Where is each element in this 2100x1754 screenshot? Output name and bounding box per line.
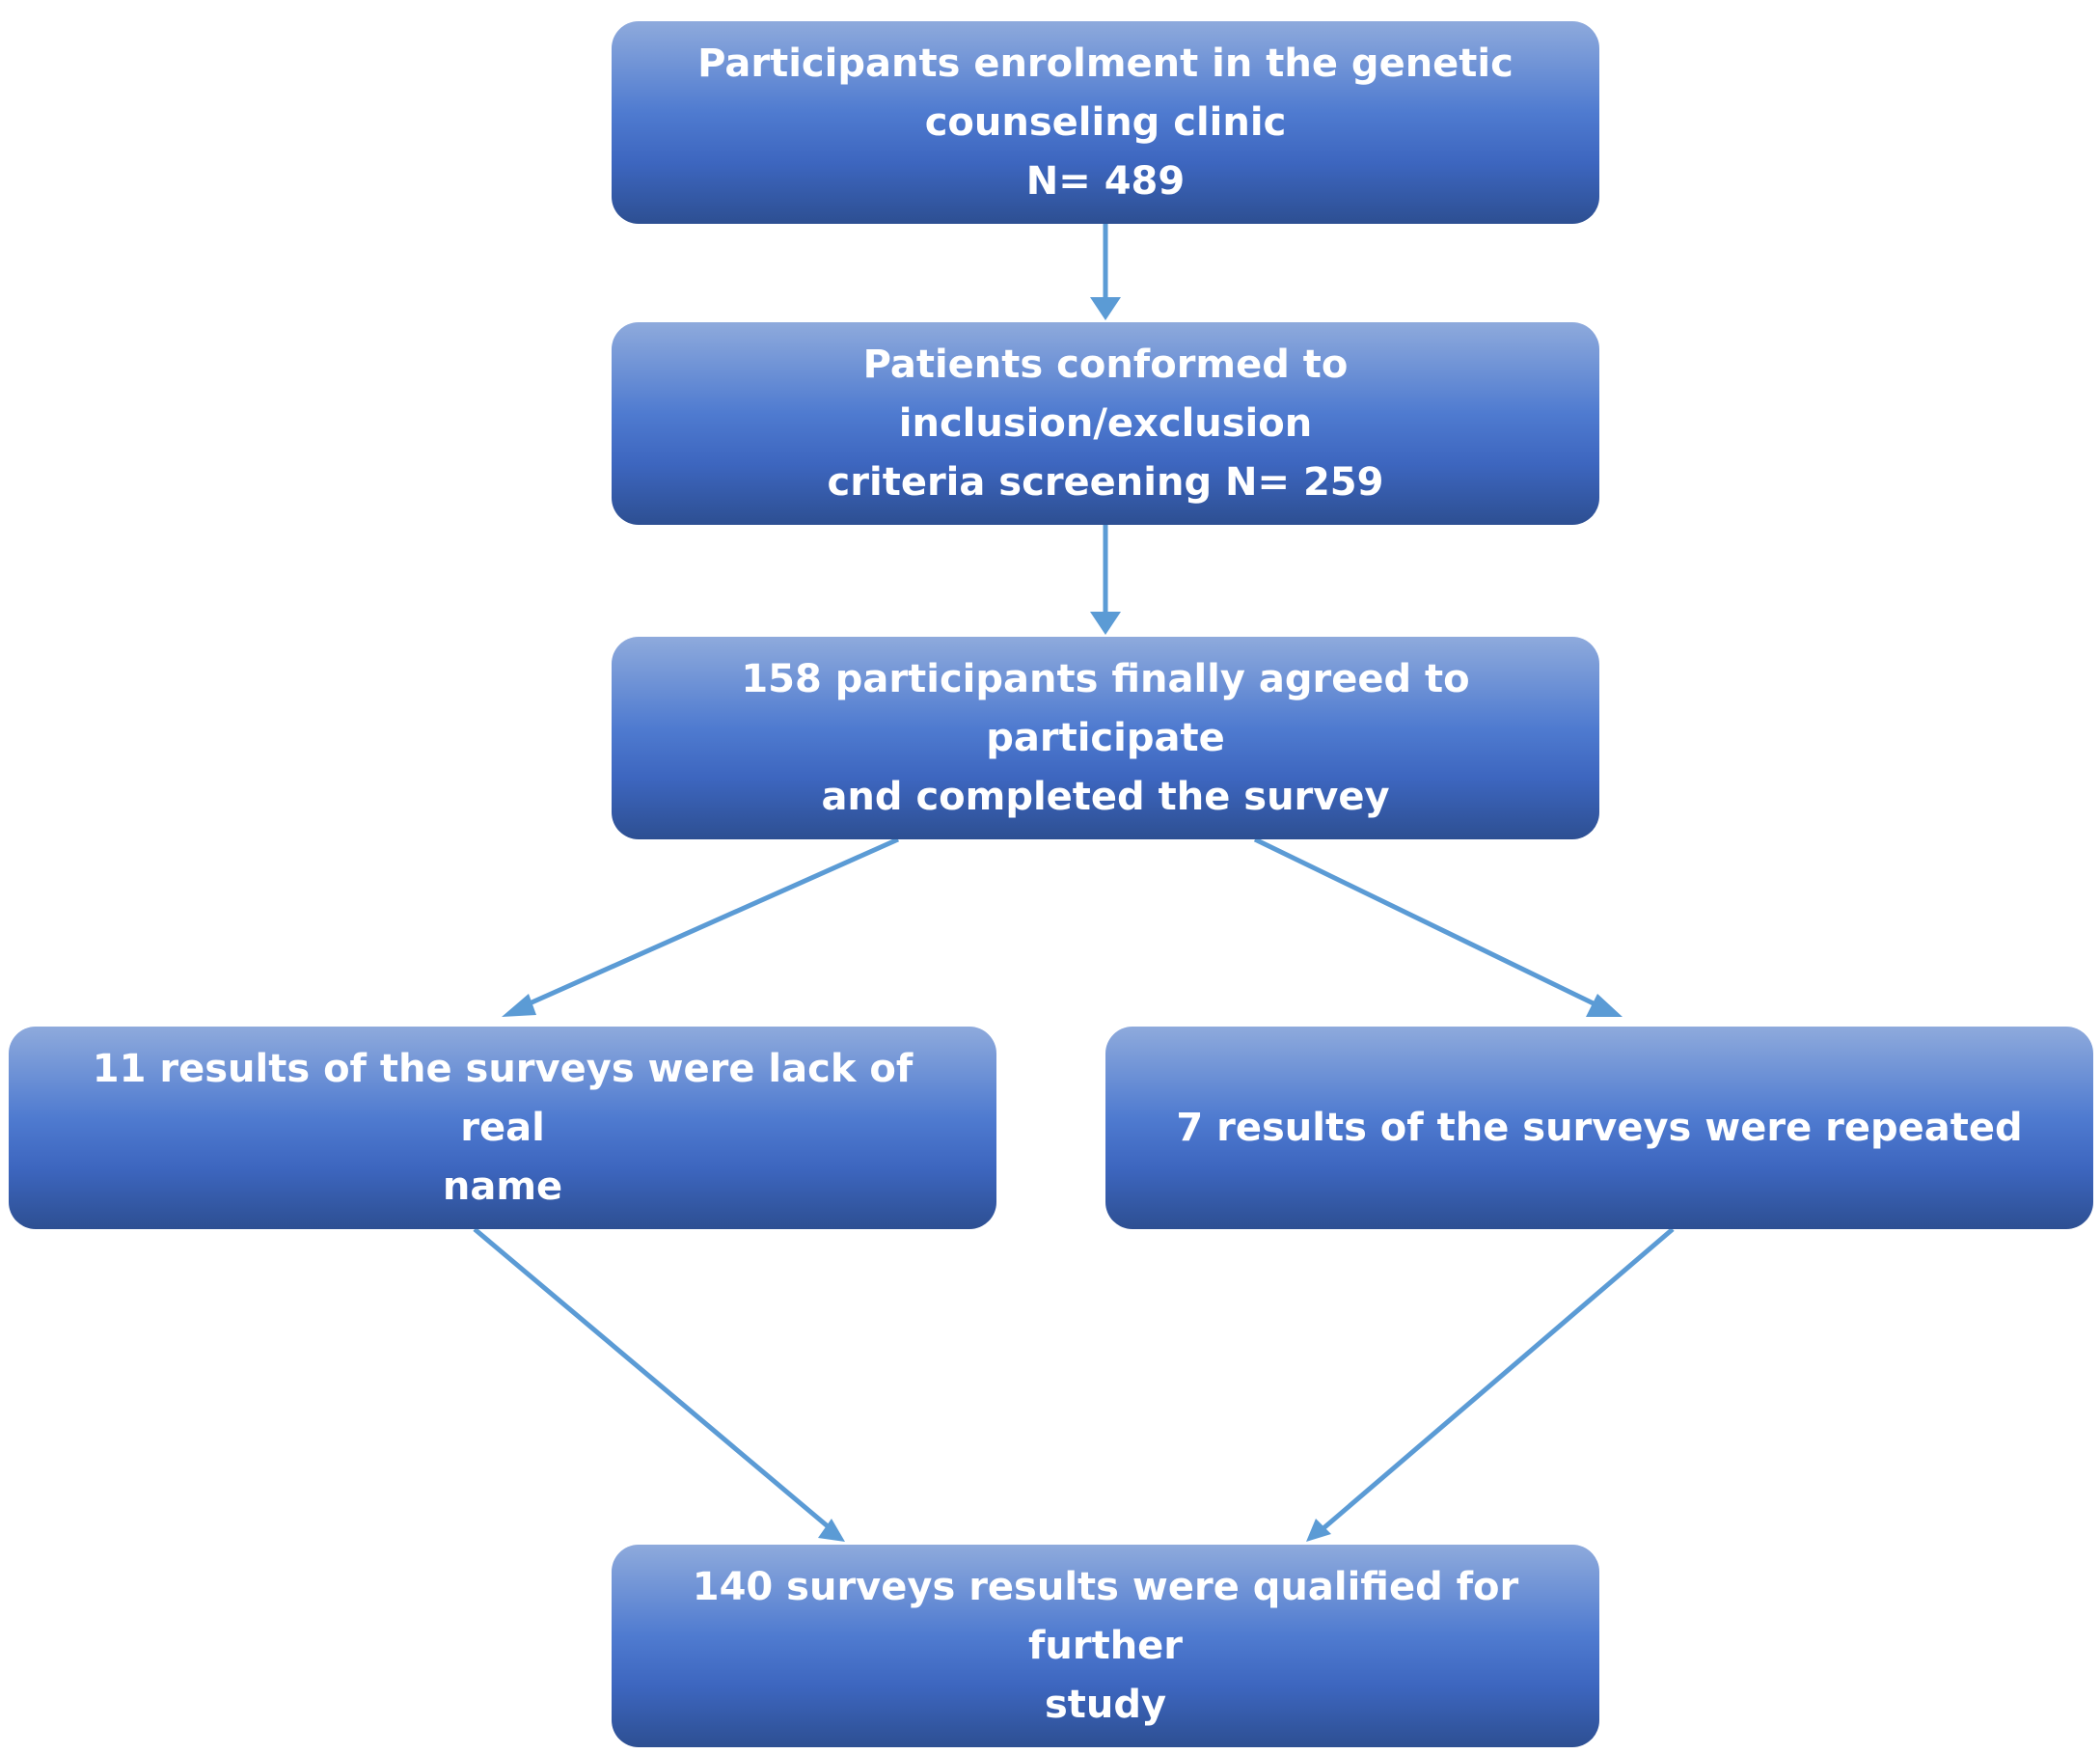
arrowhead-enrolment-to-screening <box>1090 297 1121 320</box>
arrowhead-repeated-to-qualified <box>1306 1519 1331 1542</box>
box-screening-text: Patients conformed to inclusion/exclusio… <box>827 342 1384 505</box>
arrow-lack-name-to-qualified <box>473 1227 830 1528</box>
box-enrolment-text: Participants enrolment in the genetic co… <box>697 41 1514 204</box>
box-lack-name: 11 results of the surveys were lack of r… <box>9 1027 996 1229</box>
arrow-repeated-to-qualified <box>1322 1227 1675 1530</box>
box-repeated: 7 results of the surveys were repeated <box>1105 1027 2093 1229</box>
arrowhead-agreed-to-repeated <box>1586 994 1623 1017</box>
box-agreed: 158 participants finally agreed to parti… <box>612 637 1599 839</box>
box-enrolment: Participants enrolment in the genetic co… <box>612 21 1599 224</box>
arrow-agreed-to-lack-name <box>519 836 900 1010</box>
arrowhead-agreed-to-lack-name <box>502 994 536 1017</box>
box-lack-name-text: 11 results of the surveys were lack of r… <box>92 1046 914 1209</box>
box-repeated-text: 7 results of the surveys were repeated <box>1176 1105 2023 1150</box>
box-screening: Patients conformed to inclusion/exclusio… <box>612 322 1599 525</box>
arrow-agreed-to-repeated <box>1253 836 1603 1010</box>
arrowhead-lack-name-to-qualified <box>818 1519 845 1542</box>
box-qualified-text: 140 surveys results were qualified for f… <box>692 1564 1519 1727</box>
arrowhead-screening-to-agreed <box>1090 612 1121 635</box>
box-qualified: 140 surveys results were qualified for f… <box>612 1545 1599 1747</box>
box-agreed-text: 158 participants finally agreed to parti… <box>741 656 1470 819</box>
